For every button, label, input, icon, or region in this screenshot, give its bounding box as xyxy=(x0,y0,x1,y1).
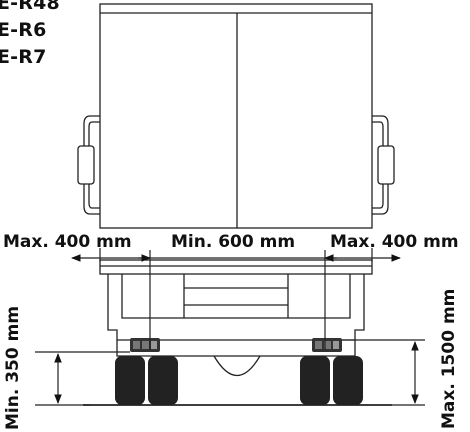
right-tail-light xyxy=(312,338,342,352)
left-wheels xyxy=(115,356,178,405)
ground-max-label: Max. 1500 mm xyxy=(439,288,459,429)
model-label-3: E-R7 xyxy=(0,46,47,68)
right-max-label: Max. 400 mm xyxy=(330,232,459,252)
cargo-box xyxy=(99,3,373,229)
model-label-1: E-R48 xyxy=(0,0,60,14)
right-mirror xyxy=(372,115,395,215)
center-min-label: Min. 600 mm xyxy=(171,232,296,252)
right-wheels xyxy=(300,356,363,405)
ground-clearance-dimension xyxy=(35,351,130,406)
horizontal-dimension xyxy=(71,248,401,350)
max-height-dimension xyxy=(342,339,425,406)
ground-min-label: Min. 350 mm xyxy=(3,305,23,430)
model-label-2: E-R6 xyxy=(0,19,47,41)
chassis xyxy=(99,259,373,376)
left-max-label: Max. 400 mm xyxy=(3,232,132,252)
left-tail-light xyxy=(130,338,160,352)
left-mirror xyxy=(77,115,100,215)
